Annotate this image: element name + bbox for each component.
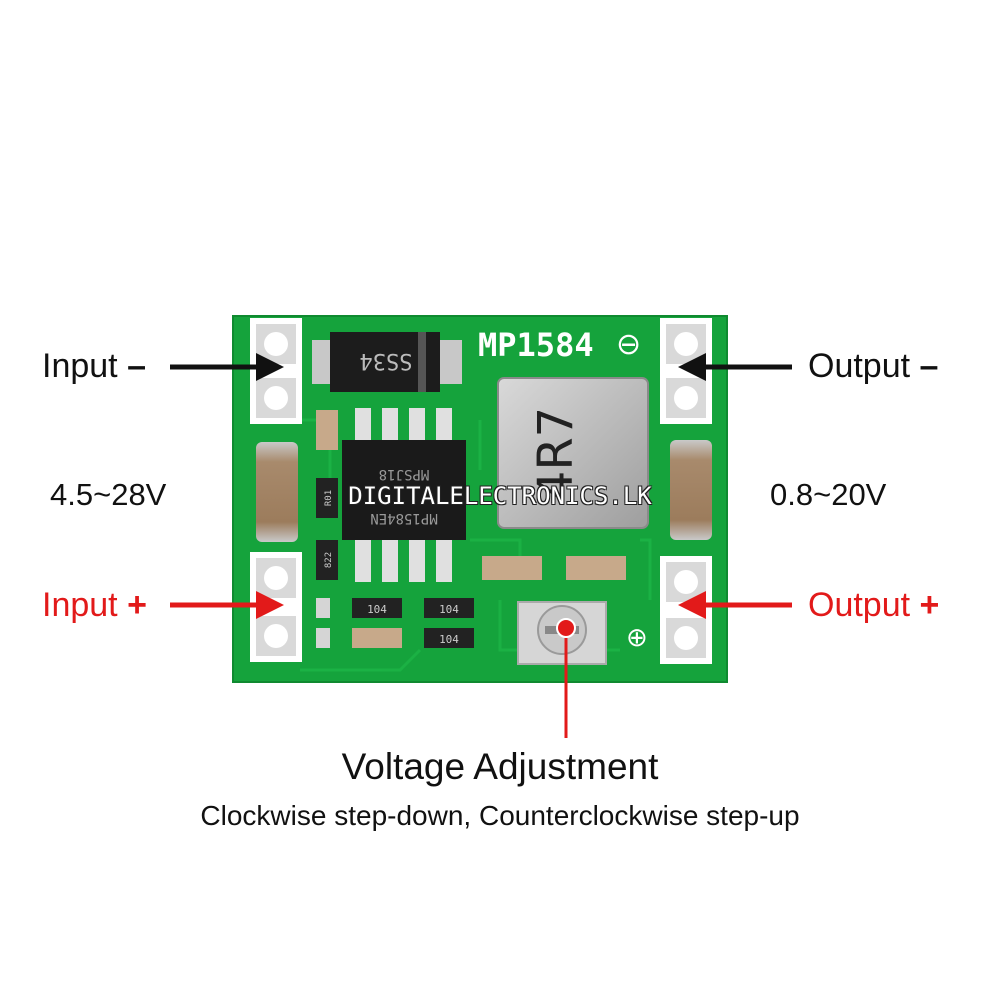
board-model-label: MP1584 xyxy=(478,326,594,364)
minus-symbol-icon: ⊖ xyxy=(616,327,641,362)
diode-label: SS34 xyxy=(360,348,413,373)
output-minus-label: Output – xyxy=(808,347,939,385)
output-plus-arrow xyxy=(678,591,792,619)
plus-symbol-icon: ⊕ xyxy=(626,623,648,653)
smd-components: R01 822 104 104 104 xyxy=(316,410,626,648)
converter-ic: MPSJ18 MP1584EN xyxy=(342,408,466,582)
schottky-diode: SS34 xyxy=(312,332,462,392)
input-capacitor xyxy=(256,442,298,542)
svg-text:R01: R01 xyxy=(324,490,334,506)
input-minus-arrow xyxy=(170,353,284,381)
output-capacitor xyxy=(670,440,712,540)
output-plus-pads xyxy=(660,556,712,664)
output-voltage-range: 0.8~20V xyxy=(770,477,887,512)
input-plus-arrow xyxy=(170,591,284,619)
output-plus-label: Output + xyxy=(808,586,940,624)
voltage-adjustment-title: Voltage Adjustment xyxy=(341,746,659,787)
output-minus-arrow xyxy=(678,353,792,381)
watermark-text: DIGITALELECTRONICS.LK xyxy=(348,482,652,510)
svg-text:104: 104 xyxy=(439,633,459,646)
input-voltage-range: 4.5~28V xyxy=(50,477,167,512)
inductor: 4R7 xyxy=(497,377,649,529)
voltage-adjust-potentiometer xyxy=(517,601,607,665)
input-plus-label: Input + xyxy=(42,586,147,624)
svg-text:104: 104 xyxy=(439,603,459,616)
voltage-adjustment-note: Clockwise step-down, Counterclockwise st… xyxy=(200,800,800,831)
inductor-label: 4R7 xyxy=(528,407,584,501)
ic-label-2: MP1584EN xyxy=(370,510,437,526)
ic-label-1: MPSJ18 xyxy=(379,466,430,482)
svg-text:822: 822 xyxy=(324,552,334,568)
svg-text:104: 104 xyxy=(367,603,387,616)
input-minus-label: Input – xyxy=(42,347,146,385)
